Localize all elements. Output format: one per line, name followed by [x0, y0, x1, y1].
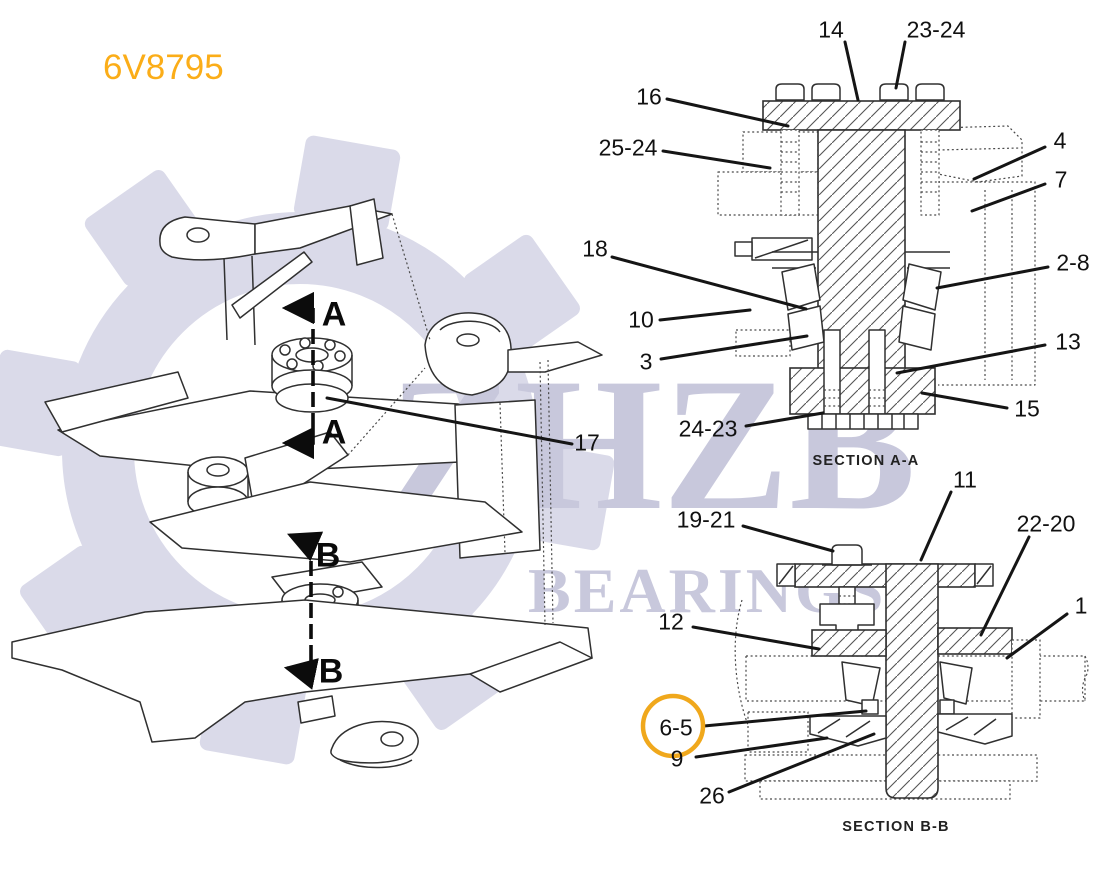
leader-line-3 [659, 334, 809, 361]
callout-label-15: 15 [1014, 395, 1040, 422]
callout-label-26: 26 [699, 782, 725, 809]
callout-label-6-5: 6-5 [659, 714, 693, 741]
callout-label-11: 11 [953, 466, 977, 493]
leader-line-4 [972, 145, 1047, 181]
section-a-caption: SECTION A-A [812, 453, 920, 469]
callout-label-3: 3 [639, 348, 653, 375]
leader-line-23-24 [894, 40, 907, 90]
section-b-caption: SECTION B-B [842, 819, 950, 835]
leader-line-6-5 [702, 709, 868, 728]
leader-line-9 [694, 736, 829, 759]
callout-label-13: 13 [1055, 328, 1081, 355]
leader-line-26 [727, 732, 876, 794]
callout-label-2-8: 2-8 [1056, 249, 1090, 276]
leader-line-25-24 [661, 149, 772, 170]
section-b-drawing [734, 544, 1089, 800]
callout-label-9: 9 [670, 745, 684, 772]
leader-line-24-23 [744, 411, 825, 428]
section-cut-lines [281, 291, 324, 690]
cut-marker-A: A [321, 295, 347, 334]
leader-line-16 [665, 97, 790, 128]
leader-lines [325, 40, 1069, 794]
callout-label-7: 7 [1054, 166, 1068, 193]
cut-marker-B: B [315, 536, 341, 575]
cut-marker-B: B [318, 652, 344, 691]
callout-label-24-23: 24-23 [678, 415, 738, 442]
callout-label-18: 18 [582, 235, 608, 262]
leader-line-14 [843, 40, 860, 102]
highlight-marks [640, 693, 706, 759]
leader-line-10 [658, 308, 752, 322]
cut-marker-A: A [321, 413, 347, 452]
leader-line-2-8 [935, 265, 1050, 290]
leader-line-11 [919, 490, 953, 562]
leader-line-18 [610, 255, 808, 311]
section-a-drawing [717, 83, 1036, 430]
callout-label-22-20: 22-20 [1016, 510, 1076, 537]
leader-line-1 [1005, 612, 1069, 660]
part-number: 6V8795 [103, 48, 224, 87]
leader-line-15 [920, 391, 1009, 410]
callout-label-14: 14 [818, 16, 844, 43]
callout-label-4: 4 [1053, 127, 1067, 154]
callout-label-23-24: 23-24 [906, 16, 966, 43]
callout-label-1: 1 [1074, 592, 1088, 619]
callout-label-12: 12 [658, 608, 684, 635]
leader-line-12 [691, 625, 821, 651]
leader-line-19-21 [741, 524, 835, 553]
leader-line-13 [895, 343, 1047, 375]
callout-label-25-24: 25-24 [598, 134, 658, 161]
callout-label-17: 17 [574, 429, 600, 456]
leader-line-17 [325, 396, 574, 446]
highlight-circle [640, 693, 706, 759]
callout-label-19-21: 19-21 [676, 506, 736, 533]
callout-label-16: 16 [636, 83, 662, 110]
callout-label-10: 10 [628, 306, 654, 333]
leader-line-7 [970, 182, 1047, 213]
leader-line-22-20 [979, 535, 1031, 637]
